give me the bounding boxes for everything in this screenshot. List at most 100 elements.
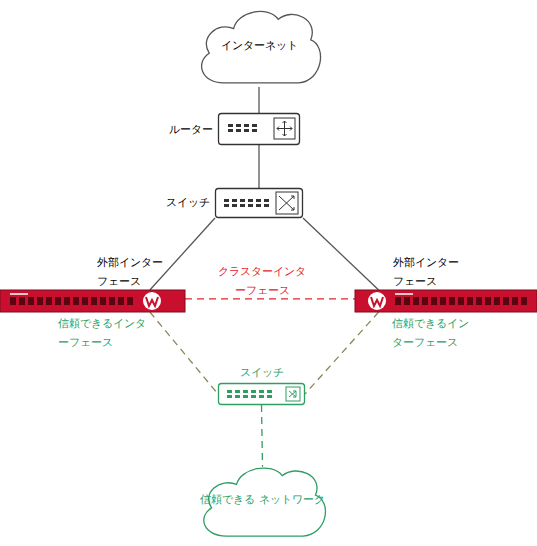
router-body [219, 114, 300, 145]
internet-cloud: インターネット [193, 5, 325, 87]
firewall-port [10, 297, 16, 305]
firewall-panel [10, 293, 133, 305]
port [235, 395, 240, 398]
port [267, 395, 272, 398]
node-shape [218, 113, 300, 145]
interface-label: 信頼できるイン ターフェース [392, 314, 492, 352]
firewall-port [19, 297, 25, 305]
port [236, 129, 241, 132]
port [251, 395, 256, 398]
firewall-badge [395, 293, 413, 295]
connector-label: クラスターインタ ーフェース [212, 262, 312, 300]
port [252, 124, 257, 127]
switch-body [216, 189, 303, 218]
port [259, 395, 264, 398]
firewall-port [395, 297, 401, 305]
firewall-port [118, 297, 124, 305]
firewall-port [109, 297, 115, 305]
firewall-port [82, 297, 88, 305]
port [227, 395, 232, 398]
firewall-port [73, 297, 79, 305]
firewall-port [91, 297, 97, 305]
firewall-port [485, 297, 491, 305]
firewall-port [431, 297, 437, 305]
switch-arrows [289, 391, 296, 397]
node-shape [218, 383, 305, 405]
node-shape [0, 290, 185, 312]
port-row [228, 124, 257, 132]
port [228, 129, 233, 132]
firewall-port [512, 297, 518, 305]
node-shape [215, 188, 303, 218]
port [227, 390, 232, 393]
port [232, 204, 237, 207]
port [264, 199, 269, 202]
vendor-logo-mark [371, 297, 383, 306]
node-label: スイッチ [218, 363, 305, 382]
node-label: 外部インター フェース [97, 253, 177, 291]
connector-line [150, 312, 218, 394]
firewall-port [422, 297, 428, 305]
vendor-logo [368, 292, 386, 310]
firewall-port [127, 297, 133, 305]
port [267, 390, 272, 393]
port [244, 124, 249, 127]
firewall-port [449, 297, 455, 305]
firewall-port [28, 297, 34, 305]
port [240, 199, 245, 202]
switch-arrows [279, 196, 294, 210]
port [224, 199, 229, 202]
node-label: インターネット [193, 36, 325, 55]
firewall-port [503, 297, 509, 305]
router-arrows [277, 121, 292, 136]
port [248, 204, 253, 207]
firewall-port [521, 297, 527, 305]
port [248, 199, 253, 202]
firewall-port [100, 297, 106, 305]
port [236, 124, 241, 127]
port [228, 124, 233, 127]
vendor-logo-mark [146, 297, 158, 306]
port [244, 129, 249, 132]
node-shape [355, 290, 537, 312]
switch-device: スイッチ [215, 188, 303, 218]
trusted-network-cloud: 信頼できる ネットワーク [195, 462, 330, 540]
firewall-body [355, 290, 537, 312]
firewall-port [64, 297, 70, 305]
firewall-port [37, 297, 43, 305]
firewall-port [440, 297, 446, 305]
port [224, 204, 229, 207]
firewall-port [467, 297, 473, 305]
router-icon [274, 118, 295, 139]
connector-line [150, 218, 215, 290]
node-label: 信頼できる ネットワーク [195, 490, 330, 509]
firewall-port [46, 297, 52, 305]
switch-icon [276, 192, 298, 214]
port [240, 204, 245, 207]
node-label: 外部インター フェース [393, 253, 473, 291]
port-row [227, 390, 272, 398]
firewall-device: 外部インター フェース信頼できるインタ ーフェース [0, 290, 185, 312]
firewall-port [476, 297, 482, 305]
firewall-port [413, 297, 419, 305]
connector-line [258, 87, 259, 113]
port [264, 204, 269, 207]
firewall-port [404, 297, 410, 305]
connector-line [258, 145, 259, 188]
port [232, 199, 237, 202]
interface-label: 信頼できるインタ ーフェース [58, 314, 158, 352]
port-row [224, 199, 269, 207]
trusted-switch: スイッチ [218, 383, 305, 405]
firewall-body [0, 290, 185, 312]
firewall-port [458, 297, 464, 305]
router-device: ルーター [218, 113, 300, 145]
port [251, 390, 256, 393]
firewall-device: 外部インター フェース信頼できるイン ターフェース [355, 290, 537, 312]
firewall-panel [395, 293, 527, 305]
switch-body [219, 384, 305, 405]
port [256, 199, 261, 202]
port [243, 395, 248, 398]
firewall-port [494, 297, 500, 305]
connector-line [185, 298, 355, 299]
